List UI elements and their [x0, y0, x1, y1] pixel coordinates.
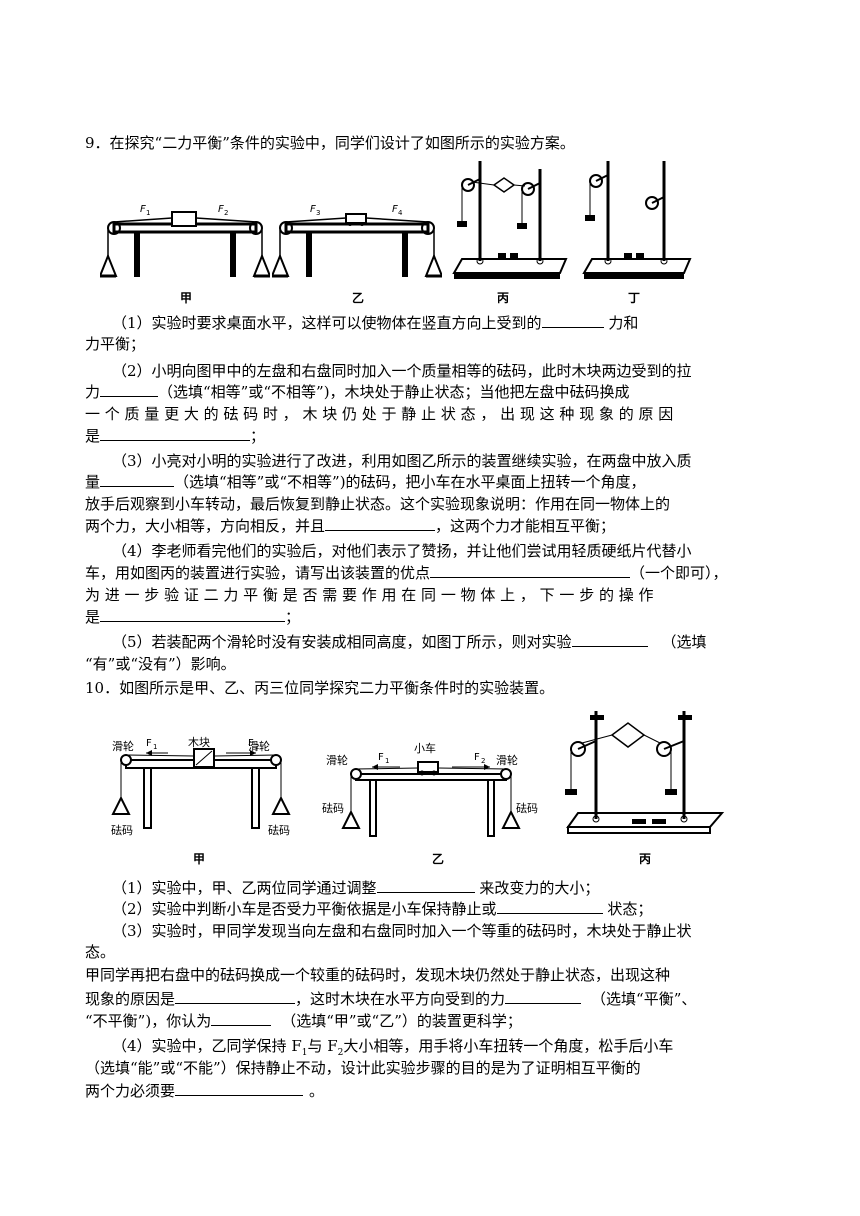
- f2-label: F: [218, 204, 224, 215]
- q10-part3-line3: 甲同学再把右盘中的砝码换成一个较重的砝码时，发现木块仍然处于静止状态，出现这种: [85, 966, 671, 984]
- q10-caption-jia: 甲: [193, 852, 206, 866]
- answer-blank[interactable]: [100, 426, 251, 441]
- svg-text:2: 2: [255, 743, 259, 751]
- q9-part4-line4: 是；: [85, 607, 301, 626]
- q10-figure-yi: 滑轮 滑轮 小车 F 1 F 2 砝码 砝码: [322, 741, 538, 837]
- answer-blank[interactable]: [100, 382, 159, 397]
- svg-text:F: F: [474, 752, 480, 763]
- svg-text:砝码: 砝码: [268, 823, 290, 837]
- svg-text:F: F: [146, 738, 152, 749]
- q10-part3: （3）实验时，甲同学发现当向左盘和右盘同时加入一个等重的砝码时，木块处于静止状: [112, 922, 692, 940]
- svg-text:1: 1: [385, 757, 389, 765]
- answer-blank[interactable]: [496, 899, 603, 914]
- q9-part1-cont: 力平衡；: [85, 335, 146, 353]
- q9-part5-line2: “有”或“没有”）影响。: [85, 655, 236, 673]
- q10-caption-bing: 丙: [639, 852, 652, 866]
- q9-part3-line2: 量（选填“相等”或“不相等”)的砝码，把小车在水平桌面上扭转一个角度，: [85, 472, 646, 491]
- f1-label: F: [140, 204, 146, 215]
- svg-text:砝码: 砝码: [111, 823, 133, 837]
- fig-caption-yi: 乙: [352, 291, 365, 305]
- fig-caption-ding: 丁: [628, 291, 641, 305]
- svg-text:滑轮: 滑轮: [326, 753, 348, 767]
- q9-part4-line3: 为 进 一 步 验 证 二 力 平 衡 是 否 需 要 作 用 在 同 一 物 …: [85, 586, 654, 604]
- answer-blank[interactable]: [211, 1011, 272, 1026]
- q10-part4: （4）实验中，乙同学保持 F1与 F2大小相等，用手将小车扭转一个角度，松手后小…: [112, 1037, 674, 1058]
- q9-part3-line4: 两个力，大小相等，方向相反，并且，这两个力才能相互平衡；: [85, 516, 616, 535]
- q10-part3-line2: 态。: [85, 943, 116, 961]
- q9-part3-line3: 放手后观察到小车转动，最后恢复到静止状态。这个实验现象说明：作用在同一物体上的: [85, 495, 671, 513]
- svg-text:砝码: 砝码: [322, 801, 344, 815]
- svg-text:滑轮: 滑轮: [496, 753, 518, 767]
- q9-part2-line4: 是；: [85, 426, 266, 445]
- fig-caption-bing: 丙: [497, 291, 510, 305]
- answer-blank[interactable]: [505, 989, 582, 1004]
- q10-part2: （2）实验中判断小车是否受力平衡依据是小车保持静止或 状态；: [112, 899, 653, 918]
- q10-part3-line5: “不平衡”)，你认为（选填“甲”或“乙”）的装置更科学；: [85, 1011, 522, 1030]
- answer-blank[interactable]: [100, 607, 286, 622]
- answer-blank[interactable]: [430, 563, 631, 578]
- answer-blank[interactable]: [376, 878, 475, 893]
- svg-text:滑轮: 滑轮: [248, 739, 270, 753]
- q10-part4-line2: （选填“能”或“不能”）保持静止不动，设计此实验步骤的目的是为了证明相互平衡的: [85, 1059, 641, 1077]
- q10-caption-yi: 乙: [432, 852, 445, 866]
- svg-text:滑轮: 滑轮: [112, 739, 134, 753]
- q9-part4: （4）李老师看完他们的实验后，对他们表示了赞扬，并让他们尝试用轻质硬纸片代替小: [112, 542, 692, 560]
- q10-figure-bing: [565, 711, 725, 834]
- q10-part4-line3: 两个力必须要。: [85, 1081, 325, 1100]
- f1-sub: 1: [146, 209, 150, 217]
- q9-part2: （2）小明向图甲中的左盘和右盘同时加入一个质量相等的砝码，此时木块两边受到的拉: [112, 362, 692, 380]
- f2-sub: 2: [224, 209, 228, 217]
- q10-part1: （1）实验中，甲、乙两位同学通过调整 来改变力的大小；: [112, 878, 600, 897]
- svg-text:木块: 木块: [188, 736, 210, 749]
- answer-blank[interactable]: [541, 313, 604, 328]
- svg-text:2: 2: [481, 757, 485, 765]
- svg-text:砝码: 砝码: [516, 801, 538, 815]
- q9-figure-jia: F 1 F 2: [100, 204, 270, 278]
- svg-text:F: F: [378, 752, 384, 763]
- q10-figure-jia: 滑轮 滑轮 木块 F 1 F 2 砝码 砝码: [111, 736, 291, 837]
- fig-caption-jia: 甲: [180, 291, 193, 305]
- svg-text:小车: 小车: [414, 741, 436, 755]
- q9-part1: （1）实验时要求桌面水平，这样可以使物体在竖直方向上受到的 力和: [112, 313, 639, 332]
- f4-sub: 4: [398, 209, 403, 217]
- answer-blank[interactable]: [571, 632, 648, 647]
- q9-part2-line2: 力（选填“相等”或“不相等”)，木块处于静止状态；当他把左盘中砝码换成: [85, 382, 630, 401]
- q9-part2-line3: 一 个 质 量 更 大 的 砝 码 时 ， 木 块 仍 处 于 静 止 状 态 …: [85, 405, 674, 423]
- f3-label: F: [310, 204, 316, 215]
- q9-figure-ding: [582, 161, 692, 279]
- f3-sub: 3: [316, 209, 320, 217]
- q10-part3-line4: 现象的原因是，这时木块在水平方向受到的力（选填“平衡”、: [85, 989, 697, 1008]
- q9-part3: （3）小亮对小明的实验进行了改进，利用如图乙所示的装置继续实验，在两盘中放入质: [112, 452, 692, 470]
- answer-blank[interactable]: [100, 472, 175, 487]
- svg-text:F: F: [248, 738, 254, 749]
- answer-blank[interactable]: [325, 516, 436, 531]
- answer-blank[interactable]: [175, 989, 296, 1004]
- q9-figure-yi: F 3 F 4: [272, 204, 442, 278]
- q9-part5: （5）若装配两个滑轮时没有安装成相同高度，如图丁所示，则对实验（选填: [112, 632, 707, 651]
- q10-title: 10．如图所示是甲、乙、丙三位同学探究二力平衡条件时的实验装置。: [85, 679, 555, 697]
- q9-figure-bing: [452, 161, 568, 279]
- q9-title: 9．在探究“二力平衡”条件的实验中，同学们设计了如图所示的实验方案。: [85, 134, 575, 152]
- q9-part4-line2: 车，用如图丙的装置进行实验，请写出该装置的优点（一个即可），: [85, 563, 728, 582]
- answer-blank[interactable]: [175, 1081, 304, 1096]
- f4-label: F: [392, 204, 398, 215]
- svg-text:1: 1: [153, 743, 157, 751]
